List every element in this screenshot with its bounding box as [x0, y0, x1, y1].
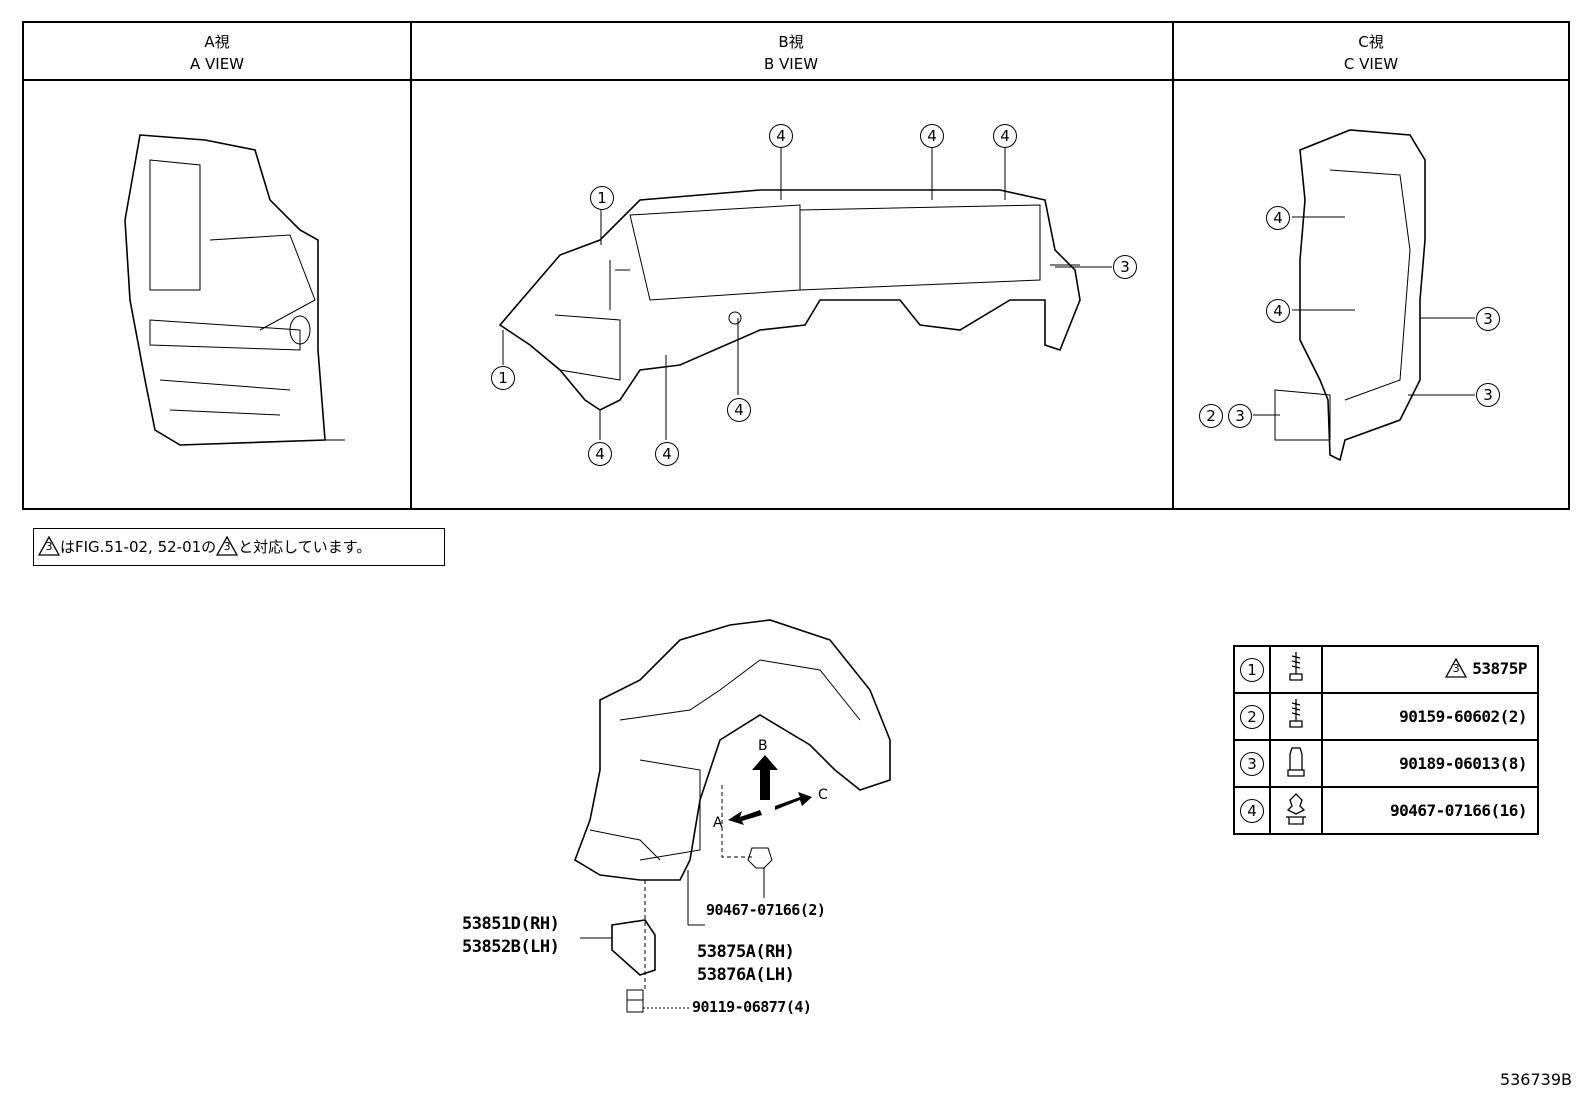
- legend-icon-cell: [1269, 645, 1323, 694]
- legend-number: 3: [1240, 751, 1264, 776]
- bolt-drawing: [626, 989, 644, 1013]
- b-callout-4-b: 4: [655, 442, 679, 466]
- view-b-column: B視 B VIEW: [410, 23, 1174, 508]
- triangle-number: 3: [45, 539, 53, 553]
- legend-part-number: 90189-06013(8): [1399, 754, 1527, 773]
- legend-number-cell: 1: [1233, 645, 1271, 694]
- legend-number-cell: 3: [1233, 739, 1271, 788]
- view-c-title-en: C VIEW: [1343, 55, 1399, 73]
- view-c-title-jp: C視: [1358, 33, 1384, 51]
- c-callout-2: 2: [1199, 404, 1223, 428]
- legend-row: 3 90189-06013(8): [1233, 739, 1539, 788]
- bracket-rh-label: 53851D(RH): [462, 914, 560, 934]
- b-callout-1-left: 1: [491, 366, 515, 390]
- view-b-title-en: B VIEW: [763, 55, 819, 73]
- legend-part-cell: 90189-06013(8): [1321, 739, 1539, 788]
- triangle-icon: 3: [216, 535, 239, 556]
- legend-row: 2 90159-60602(2): [1233, 692, 1539, 741]
- triangle-icon: 3: [38, 535, 60, 556]
- b-view-liner-drawing: [498, 189, 1081, 411]
- legend-icon-cell: [1269, 739, 1323, 788]
- direction-arrows: [728, 755, 812, 825]
- main-liner-drawing: [574, 619, 891, 881]
- legend-row: 4 90467-07166(16): [1233, 786, 1539, 835]
- view-a-column: A視 A VIEW: [24, 23, 412, 508]
- fastener-legend-table: 1 3 53875P 2 90159-60602(2) 3 90189-0601…: [1233, 645, 1539, 835]
- clip-drawing: [747, 847, 773, 869]
- a-view-liner-drawing: [124, 134, 345, 446]
- liner-lh-label: 53876A(LH): [697, 965, 795, 985]
- c-view-liner-drawing: [1274, 129, 1426, 462]
- b-callout-1-top: 1: [590, 186, 614, 210]
- b-callout-4-c: 4: [727, 398, 751, 422]
- bracket-drawing: [611, 919, 656, 976]
- arrow-c-label: C: [818, 787, 828, 803]
- liner-rh-label: 53875A(RH): [697, 942, 795, 962]
- legend-part-number: 53875P: [1472, 659, 1527, 679]
- bracket-lh-label: 53852B(LH): [462, 937, 560, 957]
- view-b-title-jp: B視: [778, 33, 804, 51]
- b-callout-4-f: 4: [993, 124, 1017, 148]
- legend-part-cell: 90159-60602(2): [1321, 692, 1539, 741]
- bolt-part-label: 90119-06877(4): [692, 998, 812, 1016]
- triangle-number: 3: [1452, 661, 1460, 675]
- clip-icon: [1286, 792, 1306, 825]
- note-text-part1: はFIG.51-02, 52-01の: [60, 538, 217, 556]
- c-callout-4-a: 4: [1266, 206, 1290, 230]
- c-callout-3-a: 3: [1476, 307, 1500, 331]
- figure-id: 536739B: [1499, 1070, 1572, 1089]
- view-c-header: C視 C VIEW: [1172, 23, 1570, 81]
- b-callout-4-d: 4: [769, 124, 793, 148]
- c-view-leaders: [1253, 216, 1475, 416]
- legend-icon-cell: [1269, 692, 1323, 741]
- view-a-title-jp: A視: [204, 33, 230, 51]
- legend-part-number: 90159-60602(2): [1399, 707, 1527, 726]
- legend-number-cell: 2: [1233, 692, 1271, 741]
- main-leaders: [580, 785, 765, 1009]
- arrow-a-label: A: [713, 815, 723, 831]
- legend-row: 1 3 53875P: [1233, 645, 1539, 694]
- b-callout-4-e: 4: [920, 124, 944, 148]
- legend-number: 1: [1240, 657, 1264, 682]
- clip-part-label: 90467-07166(2): [706, 901, 826, 919]
- c-callout-3-b: 3: [1476, 383, 1500, 407]
- screw-icon: [1289, 651, 1303, 681]
- c-callout-4-b: 4: [1266, 299, 1290, 323]
- view-a-header: A視 A VIEW: [24, 23, 410, 81]
- nut-icon: [1287, 746, 1305, 777]
- arrow-b-shape: [752, 755, 778, 800]
- arrow-b-label: B: [758, 738, 768, 754]
- screw-icon: [1289, 698, 1303, 728]
- legend-number-cell: 4: [1233, 786, 1271, 835]
- legend-number: 2: [1240, 704, 1264, 729]
- c-callout-3-c: 3: [1228, 404, 1252, 428]
- legend-icon-cell: [1269, 786, 1323, 835]
- note-text-part2: と対応しています。: [238, 538, 372, 556]
- b-callout-3: 3: [1113, 255, 1137, 279]
- legend-part-number: 90467-07166(16): [1390, 801, 1528, 820]
- legend-number: 4: [1240, 798, 1264, 823]
- b-view-leaders: [502, 148, 1112, 440]
- triangle-icon: 3: [1445, 657, 1468, 678]
- view-b-header: B視 B VIEW: [410, 23, 1172, 81]
- arrow-c-shape: [775, 792, 812, 810]
- legend-part-cell: 90467-07166(16): [1321, 786, 1539, 835]
- triangle-number: 3: [223, 539, 231, 553]
- view-a-title-en: A VIEW: [189, 55, 245, 73]
- b-callout-4-a: 4: [588, 442, 612, 466]
- view-c-column: C視 C VIEW: [1172, 23, 1570, 508]
- correspondence-note: 3 はFIG.51-02, 52-01の 3 と対応しています。: [33, 528, 445, 566]
- views-panel: A視 A VIEW B視 B VIEW C視 C VIEW: [22, 21, 1570, 510]
- arrow-a-shape: [728, 810, 762, 825]
- legend-part-cell: 3 53875P: [1321, 645, 1539, 694]
